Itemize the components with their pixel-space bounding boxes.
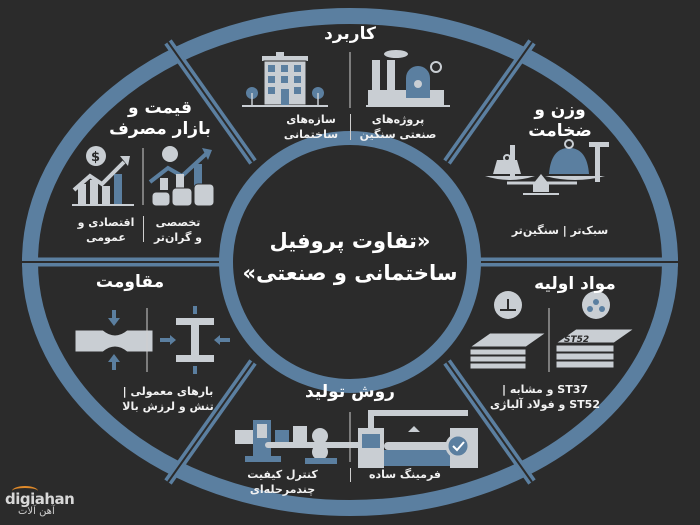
segment-price-right-text: تخصصی و گران‌تر bbox=[153, 216, 203, 244]
steel-plates-st52-icon: ST52 bbox=[554, 291, 636, 369]
segment-production-right-text: فرمینگ ساده bbox=[368, 468, 441, 481]
forming-conveyor-icon bbox=[358, 410, 478, 468]
multi-stage-machine-icon bbox=[235, 420, 365, 464]
segment-weight-text: سبک‌تر | سنگین‌تر bbox=[511, 224, 609, 237]
segment-title-raw-material: مواد اولیه bbox=[534, 274, 616, 294]
segment-price-left-text: اقتصادی و عمومی bbox=[77, 216, 135, 244]
segment-title-usage: کاربرد bbox=[324, 24, 376, 44]
separator bbox=[143, 216, 144, 242]
logo-text: digiahan bbox=[5, 490, 75, 508]
dollar-growth-chart-icon: $ bbox=[72, 146, 134, 206]
segment-usage-left-text: سازه‌های ساختمانی bbox=[283, 113, 339, 141]
segment-usage-right-text: پروژه‌های صنعتی سنگین bbox=[359, 113, 437, 141]
factory-icon bbox=[366, 50, 450, 107]
steel-plates-st37-icon bbox=[468, 291, 548, 370]
apartment-building-icon bbox=[242, 52, 328, 107]
i-beam-stress-icon bbox=[160, 306, 230, 374]
separator bbox=[350, 114, 351, 140]
logo-subtext: آهن آلات bbox=[18, 506, 55, 517]
segment-production-left-text: کنترل کیفیت چندمرحله‌ای bbox=[247, 468, 318, 496]
center-title-line1: «تفاوت پروفیل bbox=[269, 229, 431, 253]
coins-growth-chart-icon bbox=[148, 146, 215, 207]
segment-title-production: روش تولید bbox=[305, 382, 395, 402]
center-title: «تفاوت پروفیل ساختمانی و صنعتی» bbox=[235, 225, 465, 289]
separator bbox=[350, 468, 351, 482]
logo-arc-icon bbox=[12, 486, 38, 496]
segment-resistance-text: بارهای معمولی | تنش و لرزش بالا bbox=[122, 385, 214, 413]
center-title-line2: ساختمانی و صنعتی» bbox=[242, 261, 458, 285]
segment-title-price: قیمت و بازار مصرف bbox=[109, 98, 211, 139]
svg-text:ST52: ST52 bbox=[564, 335, 589, 345]
segment-raw-material-text: ST37 و مشابه | ST52 و فولاد آلیاژی bbox=[490, 383, 600, 411]
balance-scale-icon bbox=[485, 139, 609, 195]
bending-beam-icon bbox=[74, 310, 154, 370]
svg-text:$: $ bbox=[91, 150, 100, 165]
segment-title-weight: وزن و ضخامت bbox=[528, 100, 592, 141]
segment-title-resistance: مقاومت bbox=[95, 272, 165, 292]
